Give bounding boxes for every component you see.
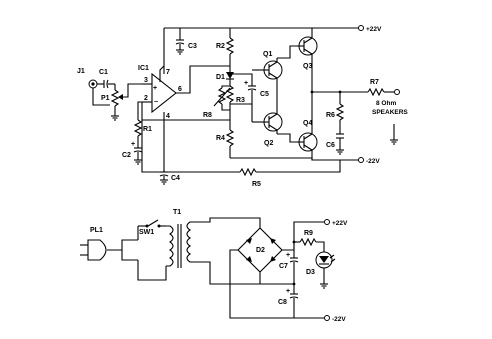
pin-4: 4 xyxy=(166,113,170,120)
pin-labels: 3 2 7 6 4 xyxy=(144,69,182,120)
label-pl1: PL1 xyxy=(90,227,103,234)
label-r9: R9 xyxy=(304,230,313,237)
label-c2: C2 xyxy=(122,152,131,159)
label-c6: C6 xyxy=(326,142,335,149)
label-d2: D2 xyxy=(256,247,265,254)
label-c5: C5 xyxy=(260,91,269,98)
svg-text:+: + xyxy=(131,141,135,148)
label-amp-neg-rail: -22V xyxy=(366,158,380,165)
resistor-r9 xyxy=(294,237,325,250)
label-r7: R7 xyxy=(370,79,379,86)
input-jack-j1 xyxy=(88,79,110,106)
resistor-r5 xyxy=(190,160,341,177)
transistor-q4 xyxy=(277,92,318,160)
capacitor-c6 xyxy=(336,133,344,155)
label-d1: D1 xyxy=(216,74,225,81)
label-c7: C7 xyxy=(279,263,288,270)
capacitor-c4 xyxy=(159,170,169,185)
capacitor-c7: + xyxy=(286,242,299,284)
capacitor-c2: + xyxy=(131,141,143,165)
svg-text:+: + xyxy=(153,85,157,92)
pin-2: 2 xyxy=(144,95,148,102)
resistor-r6 xyxy=(335,92,345,134)
pin-6: 6 xyxy=(178,86,182,93)
label-q3: Q3 xyxy=(303,63,312,70)
transistor-q2 xyxy=(252,92,283,134)
label-c3: C3 xyxy=(188,43,197,50)
resistor-r3 xyxy=(225,85,235,110)
label-c1: C1 xyxy=(99,69,108,76)
opamp-ic1: + − xyxy=(142,65,230,170)
label-q2: Q2 xyxy=(264,140,273,147)
label-psu-neg-rail: -22V xyxy=(332,316,346,323)
negative-rail-psu xyxy=(229,308,330,321)
transformer-t1 xyxy=(137,217,261,285)
label-c4: C4 xyxy=(171,175,180,182)
label-r2: R2 xyxy=(216,43,225,50)
resistor-r4 xyxy=(225,110,235,158)
pin-7: 7 xyxy=(166,69,170,76)
thermistor-r8 xyxy=(213,85,231,111)
speaker-labels: 8 Ohm SPEAKERS xyxy=(372,100,408,116)
label-d3: D3 xyxy=(306,269,315,276)
bridge-rectifier-d2 xyxy=(229,227,295,308)
label-j1: J1 xyxy=(77,68,85,75)
positive-rail-psu xyxy=(292,219,330,244)
label-r6: R6 xyxy=(326,112,335,119)
label-r8: R8 xyxy=(203,112,212,119)
capacitor-c3 xyxy=(175,28,185,55)
svg-text:+: + xyxy=(286,288,290,295)
svg-text:+: + xyxy=(244,80,248,87)
label-r3: R3 xyxy=(236,97,245,104)
transistor-q3 xyxy=(277,28,318,92)
label-r4: R4 xyxy=(216,135,225,142)
negative-rail-amp xyxy=(230,157,364,163)
label-p1: P1 xyxy=(101,95,110,102)
led-d3 xyxy=(315,250,336,289)
svg-text:−: − xyxy=(154,99,158,106)
rail-labels: +22V -22V +22V -22V xyxy=(332,26,382,323)
diode-d1 xyxy=(226,66,234,86)
speaker-ground xyxy=(390,124,398,145)
label-q4: Q4 xyxy=(303,120,312,127)
pin-3: 3 xyxy=(144,77,148,84)
resistor-r2 xyxy=(225,28,235,66)
transistor-q1 xyxy=(252,58,283,92)
component-labels: J1 C1 P1 IC1 R1 C2 C3 C4 R2 D1 R3 R8 R4 … xyxy=(77,43,379,306)
capacitor-c1 xyxy=(103,79,115,89)
switch-sw1 xyxy=(137,219,166,240)
label-t1: T1 xyxy=(173,209,181,216)
resistor-r1 xyxy=(133,101,143,148)
resistor-r7 xyxy=(367,87,400,97)
potentiometer-p1 xyxy=(110,83,142,121)
label-q1: Q1 xyxy=(263,51,272,58)
label-r1: R1 xyxy=(143,126,152,133)
positive-rail-amp xyxy=(164,25,364,31)
label-speaker-ohm: 8 Ohm xyxy=(376,100,396,107)
label-c8: C8 xyxy=(278,299,287,306)
label-ic1: IC1 xyxy=(138,65,149,72)
label-r5: R5 xyxy=(252,181,261,188)
label-sw1: SW1 xyxy=(139,229,154,236)
capacitor-c8: + xyxy=(286,284,299,318)
label-psu-pos-rail: +22V xyxy=(332,220,348,227)
svg-text:+: + xyxy=(286,252,290,259)
label-speakers: SPEAKERS xyxy=(372,109,408,116)
label-amp-pos-rail: +22V xyxy=(366,26,382,33)
mains-plug-pl1 xyxy=(80,239,138,261)
